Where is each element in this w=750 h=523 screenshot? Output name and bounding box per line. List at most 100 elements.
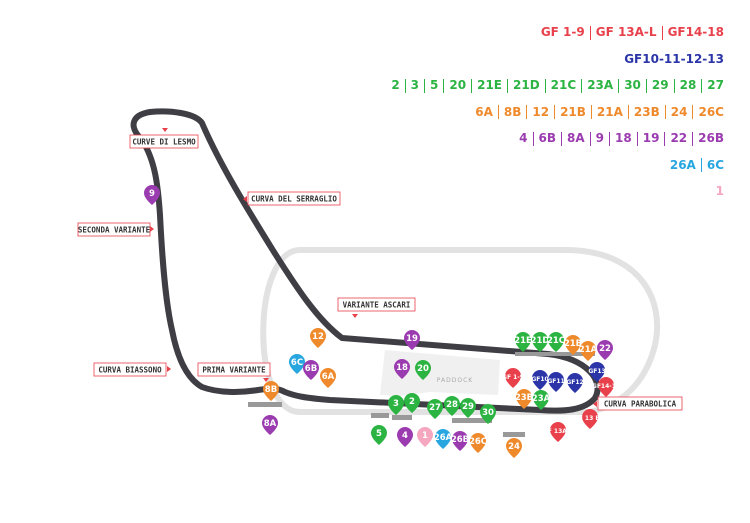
grandstand-pin[interactable]: 2 <box>404 393 420 413</box>
svg-text:PRIMA VARIANTE: PRIMA VARIANTE <box>202 366 266 375</box>
svg-text:3: 3 <box>393 399 399 409</box>
grandstand-pin[interactable]: 9 <box>144 185 160 205</box>
legend-item: 1 <box>715 184 724 198</box>
svg-text:VARIANTE ASCARI: VARIANTE ASCARI <box>343 301 411 310</box>
grandstand-pin[interactable]: 28 <box>444 396 460 416</box>
paddock-area <box>380 350 500 396</box>
svg-text:GF12: GF12 <box>566 379 583 386</box>
legend-item: 23B <box>633 104 660 119</box>
legend-item: 21B <box>560 104 586 119</box>
grandstand-pin[interactable]: 4 <box>397 427 413 447</box>
svg-text:GF10: GF10 <box>531 376 548 383</box>
grandstand-pin[interactable]: 6C <box>289 354 305 374</box>
grandstand-pin[interactable]: GF10 <box>531 370 549 390</box>
legend-separator <box>609 131 611 146</box>
label-curva-del-serraglio: CURVA DEL SERRAGLIO <box>243 191 341 206</box>
grandstand-pin[interactable]: 21B <box>564 335 582 355</box>
svg-text:29: 29 <box>462 402 474 412</box>
svg-text:6B: 6B <box>305 364 317 374</box>
svg-text:CURVA DEL SERRAGLIO: CURVA DEL SERRAGLIO <box>251 195 337 204</box>
legend-separator <box>554 105 556 119</box>
legend-item: 23A <box>587 78 614 92</box>
grandstand-pin[interactable]: 26C <box>469 433 487 453</box>
grandstand-pin[interactable]: 21A <box>579 341 598 361</box>
grandstand-pin[interactable]: GF 1-9 <box>502 368 524 388</box>
legend-item: 27 <box>707 78 724 92</box>
grandstand-pin[interactable]: 22 <box>597 340 613 360</box>
legend-item: 22 <box>670 131 688 145</box>
grandstand-bars <box>248 352 595 437</box>
grandstand-pin[interactable]: 3 <box>388 395 404 415</box>
legend-item: 26B <box>698 131 724 145</box>
grandstand-pin[interactable]: 18 <box>394 359 410 379</box>
legend-separator <box>590 105 592 119</box>
grandstand-pin[interactable]: 21E <box>514 332 532 352</box>
legend-separator <box>692 131 694 146</box>
grandstand-pin[interactable]: GF12 <box>566 373 584 393</box>
legend-separator <box>404 78 406 93</box>
grandstand-pin[interactable]: 26A <box>434 429 453 449</box>
paddock-label: PADDOCK <box>437 377 473 384</box>
svg-text:6A: 6A <box>322 372 335 382</box>
grandstand-pin[interactable]: 19 <box>404 330 420 350</box>
legend-item: GF 13A-L <box>595 25 657 39</box>
grandstand-pin[interactable]: GF13 <box>588 362 606 382</box>
grandstand-pin[interactable]: 21D <box>531 332 550 352</box>
legend-item: 18 <box>615 131 632 145</box>
grandstand-pin[interactable]: 12 <box>310 328 326 348</box>
grandstand-pin[interactable]: 20 <box>415 360 431 380</box>
svg-text:23B: 23B <box>515 393 533 403</box>
grandstand-pin[interactable]: 23B <box>515 389 533 409</box>
svg-text:9: 9 <box>149 189 155 199</box>
grandstand-pin[interactable]: 23A <box>532 390 551 410</box>
grandstand-pin[interactable]: 1 <box>417 427 433 447</box>
legend-item: GF 1-9 <box>540 25 585 39</box>
grandstand-pin[interactable]: 21C <box>547 332 565 352</box>
grandstand-pin[interactable]: 29 <box>460 398 476 418</box>
legend-row: 1 <box>387 181 728 208</box>
svg-text:GF 13 B-L: GF 13 B-L <box>574 415 607 422</box>
svg-text:28: 28 <box>446 400 458 410</box>
grandstand-pin[interactable]: GF 13A-L <box>543 422 574 442</box>
svg-text:20: 20 <box>417 364 429 374</box>
legend-separator <box>701 78 703 93</box>
grandstand-pin[interactable]: 6A <box>320 368 336 388</box>
legend-item: GF10-11-12-13 <box>624 51 724 66</box>
grandstand-pin[interactable]: 6B <box>303 360 319 380</box>
label-curva-biassono: CURVA BIASSONO <box>93 362 171 377</box>
grandstand-pin[interactable]: GF14-18 <box>592 377 620 397</box>
svg-text:8B: 8B <box>265 385 277 395</box>
legend-separator <box>636 131 638 146</box>
svg-text:21C: 21C <box>547 336 565 346</box>
svg-text:GF14-18: GF14-18 <box>592 383 620 390</box>
svg-text:CURVA BIASSONO: CURVA BIASSONO <box>98 366 162 375</box>
svg-text:GF13: GF13 <box>588 368 605 375</box>
svg-text:SECONDA VARIANTE: SECONDA VARIANTE <box>78 226 151 235</box>
svg-text:26A: 26A <box>434 433 453 443</box>
legend-separator <box>471 78 473 93</box>
legend-separator <box>692 105 694 119</box>
grandstand-pin[interactable]: 8B <box>263 381 279 401</box>
legend-item: 24 <box>670 104 688 119</box>
legend-item: 21E <box>477 78 502 92</box>
legend-item: 26A <box>669 157 696 172</box>
legend-separator <box>618 78 620 93</box>
grandstand-pin[interactable]: GF11 <box>547 372 565 392</box>
legend-separator <box>645 78 647 93</box>
grandstand-pin[interactable]: 5 <box>371 425 387 445</box>
grandstand-pin[interactable]: 24 <box>506 438 522 458</box>
grandstand-pin[interactable]: GF 13 B-L <box>574 409 607 429</box>
grandstand-pin[interactable]: 30 <box>480 404 496 424</box>
svg-text:GF 1-9: GF 1-9 <box>502 374 524 381</box>
label-curva-parabolica: CURVA PARABOLICA <box>593 396 683 411</box>
grandstand-pin[interactable]: 27 <box>427 399 443 419</box>
legend-separator <box>544 78 546 93</box>
legend-item: 4 <box>519 131 528 145</box>
grandstand-pin[interactable]: 26B <box>451 431 469 451</box>
grandstand-pin[interactable]: 8A <box>262 415 278 435</box>
